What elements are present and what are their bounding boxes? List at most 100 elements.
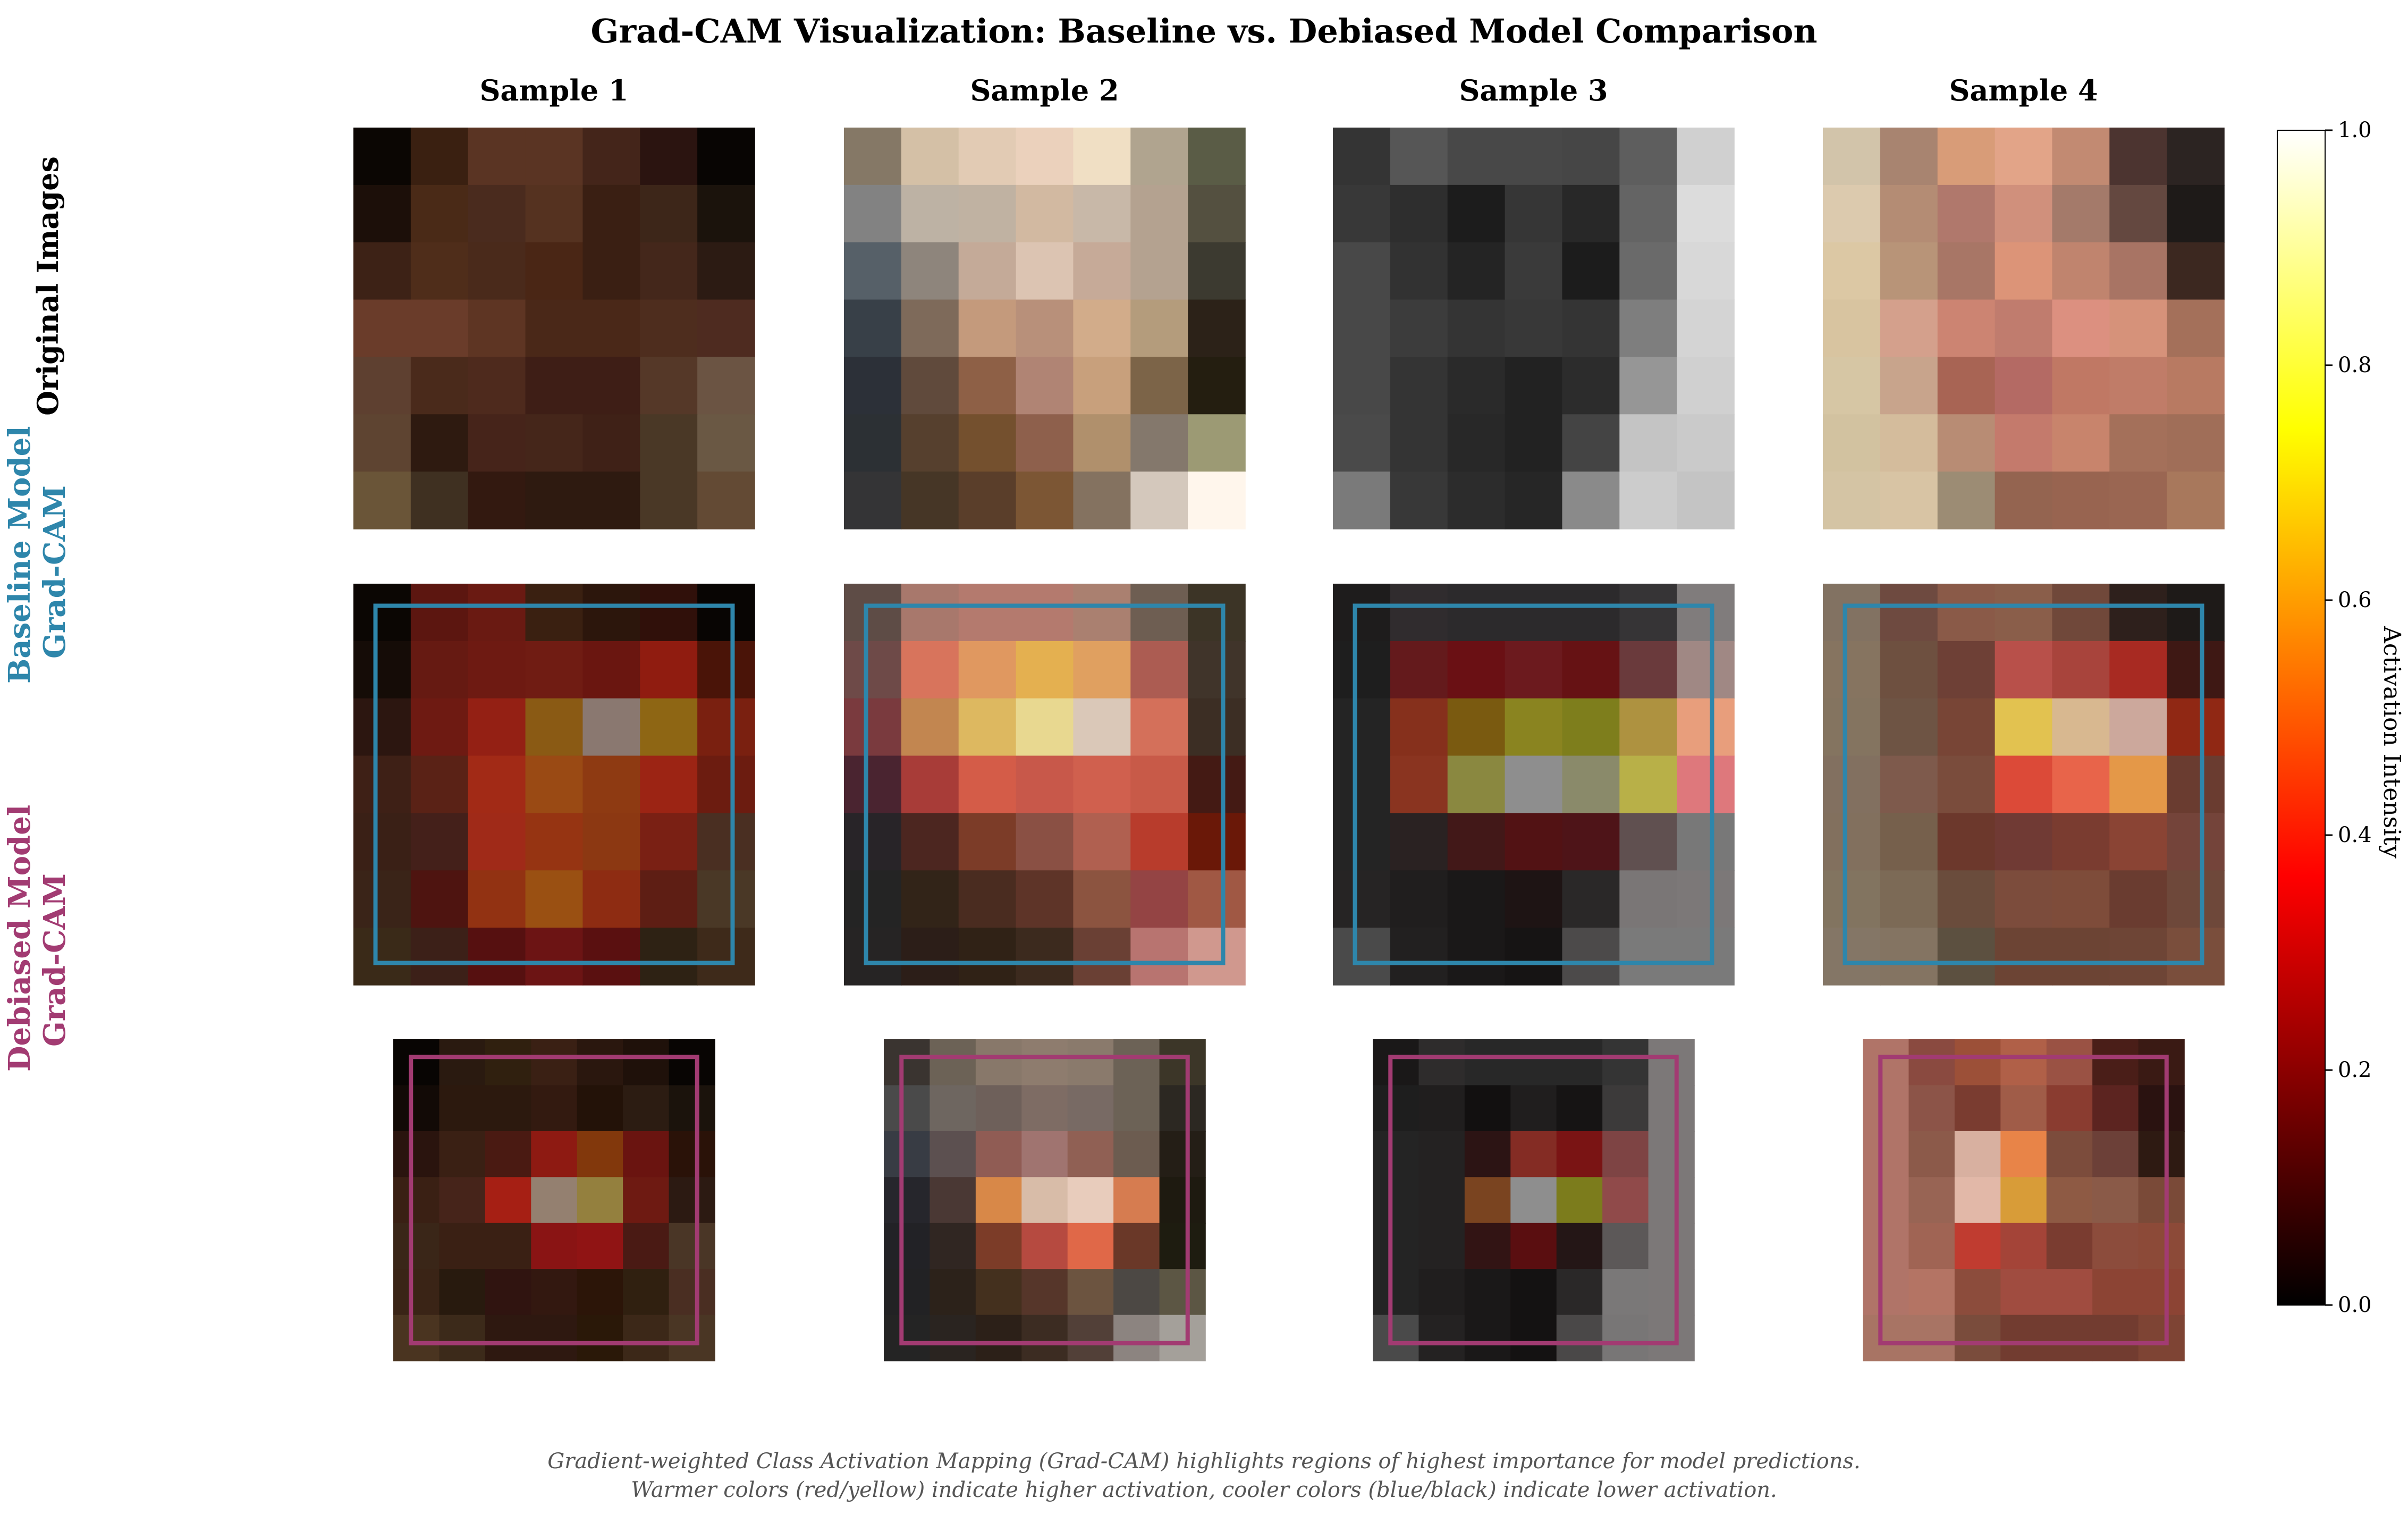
heatmap-cell (1390, 184, 1448, 243)
heatmap-cell (1505, 584, 1563, 642)
heatmap-cell (1159, 1039, 1206, 1086)
heatmap-cell (2138, 1315, 2185, 1361)
heatmap-cell (1562, 584, 1620, 642)
heatmap-cell (1677, 813, 1735, 871)
heatmap-cell (1073, 242, 1131, 300)
heatmap-cell (1505, 357, 1563, 415)
heatmap-cell (1619, 472, 1677, 529)
heatmap-cell (1562, 870, 1620, 928)
heatmap-cell (1390, 928, 1448, 986)
heatmap-cell (2138, 1039, 2185, 1086)
heatmap-cell (930, 1315, 976, 1361)
heatmap-cell (1021, 1039, 1068, 1086)
heatmap-cell (1188, 472, 1246, 529)
heatmap-cell (1908, 1269, 1955, 1316)
heatmap-cell (901, 472, 959, 529)
heatmap-cell (577, 1269, 623, 1316)
heatmap-cell (1505, 242, 1563, 300)
heatmap-cell (1648, 1177, 1695, 1224)
heatmap-cell (1159, 1085, 1206, 1132)
heatmap-cell (1562, 641, 1620, 699)
heatmap-cell (525, 299, 584, 358)
heatmap-cell (525, 184, 584, 243)
heatmap-cell (1562, 299, 1620, 358)
heatmap-cell (1863, 1315, 1909, 1361)
heatmap-cell (669, 1177, 715, 1224)
heatmap-cell (2109, 755, 2167, 814)
debiased-focus-box (409, 1055, 699, 1345)
heatmap-cell (1073, 870, 1131, 928)
heatmap-cell (1188, 641, 1246, 699)
heatmap-cell (1067, 1269, 1114, 1316)
heatmap-cell (1188, 813, 1246, 871)
heatmap-cell (1995, 128, 2053, 186)
heatmap-cell (2167, 299, 2225, 358)
heatmap-cell (1016, 414, 1074, 472)
heatmap-cell (844, 357, 902, 415)
heatmap-cell (1510, 1315, 1557, 1361)
heatmap-cell (1562, 184, 1620, 243)
heatmap-cell (1373, 1039, 1420, 1086)
heatmap-cell (1447, 299, 1506, 358)
caption-line-1: Gradient-weighted Class Activation Mappi… (547, 1449, 1861, 1474)
heatmap-cell (582, 299, 641, 358)
heatmap-cell (1562, 242, 1620, 300)
heatmap-cell (1390, 755, 1448, 814)
heatmap-cell (1677, 184, 1735, 243)
colorbar-label: Activation Intensity (2378, 626, 2405, 858)
heatmap-cell (1130, 299, 1188, 358)
heatmap-cell (640, 472, 698, 529)
heatmap-cell (930, 1177, 976, 1224)
heatmap-cell (901, 128, 959, 186)
heatmap-cell (468, 698, 526, 756)
heatmap-cell (1505, 698, 1563, 756)
heatmap-cell (697, 813, 755, 871)
heatmap-cell (468, 813, 526, 871)
heatmap-cell (1333, 813, 1391, 871)
heatmap-cell (439, 1315, 486, 1361)
heatmap-cell (410, 870, 469, 928)
heatmap-cell (1505, 870, 1563, 928)
debiased-focus-box (899, 1055, 1190, 1345)
heatmap-cell (1067, 1131, 1114, 1178)
heatmap-cell (1562, 472, 1620, 529)
heatmap-cell (2052, 584, 2110, 642)
heatmap-cell (1556, 1269, 1603, 1316)
heatmap-cell (844, 299, 902, 358)
heatmap-cell (577, 1131, 623, 1178)
heatmap-cell (2109, 928, 2167, 986)
heatmap-cell (901, 357, 959, 415)
heatmap-cell (1505, 641, 1563, 699)
heatmap-cell (1602, 1315, 1649, 1361)
heatmap-cell (439, 1177, 486, 1224)
heatmap-cell (1995, 928, 2053, 986)
heatmap-cell (2092, 1269, 2139, 1316)
heatmap-cell (930, 1131, 976, 1178)
heatmap-cell (1823, 870, 1881, 928)
heatmap-cell (1188, 870, 1246, 928)
heatmap-cell (1073, 299, 1131, 358)
original-heatmap-sample-2 (844, 128, 1246, 529)
heatmap-cell (2052, 641, 2110, 699)
heatmap-cell (1677, 870, 1735, 928)
heatmap-cell (1556, 1315, 1603, 1361)
heatmap-cell (577, 1177, 623, 1224)
heatmap-cell (1333, 698, 1391, 756)
heatmap-cell (975, 1085, 1023, 1132)
heatmap-cell (2052, 698, 2110, 756)
heatmap-cell (1373, 1131, 1420, 1178)
heatmap-cell (582, 928, 641, 986)
heatmap-cell (1619, 414, 1677, 472)
heatmap-cell (485, 1039, 532, 1086)
heatmap-cell (468, 870, 526, 928)
heatmap-cell (2167, 698, 2225, 756)
heatmap-cell (2052, 242, 2110, 300)
baseline-focus-box (1353, 603, 1714, 965)
heatmap-cell (1073, 184, 1131, 243)
debiased-heatmap-sample-2 (884, 1039, 1206, 1361)
heatmap-cell (697, 472, 755, 529)
heatmap-cell (1602, 1269, 1649, 1316)
heatmap-cell (1016, 755, 1074, 814)
heatmap-cell (353, 870, 411, 928)
heatmap-cell (975, 1177, 1023, 1224)
